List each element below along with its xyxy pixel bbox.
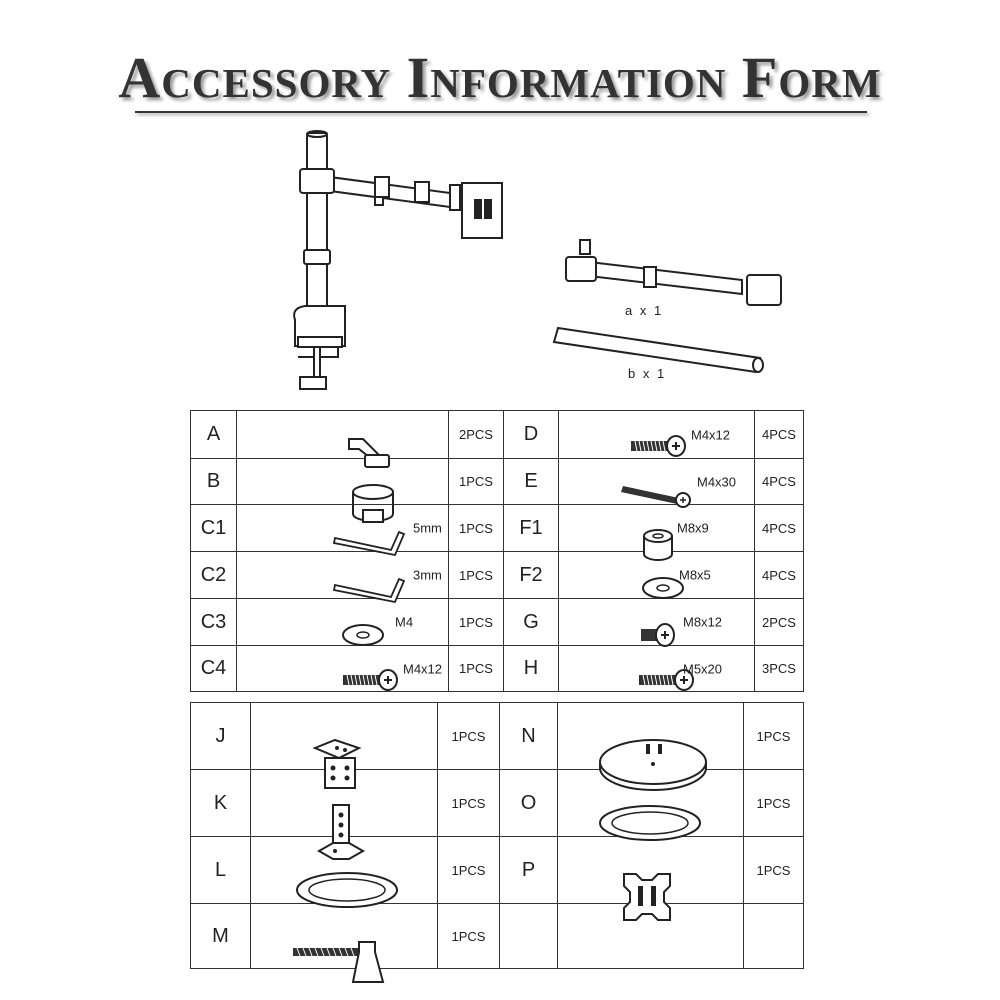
part-code: O (499, 769, 558, 837)
part-j-illustration-cell (250, 702, 438, 789)
part-quantity: 1PCS (448, 551, 504, 599)
part-quantity: 1PCS (743, 769, 804, 837)
part-code: C4 (190, 645, 237, 692)
page-title: Accessory Information Form (118, 45, 882, 110)
part-code (499, 903, 558, 969)
title-underline (135, 111, 867, 113)
part-quantity: 1PCS (743, 836, 804, 904)
part-quantity: 4PCS (754, 504, 804, 552)
part-quantity: 1PCS (448, 645, 504, 692)
part-size-label: M8x5 (679, 567, 711, 583)
part-quantity: 1PCS (437, 769, 500, 837)
part-l-illustration-cell (250, 836, 438, 908)
part-quantity: 2PCS (754, 598, 804, 646)
part-p-illustration-cell (557, 836, 744, 921)
part-quantity: 4PCS (754, 410, 804, 459)
part-d-illustration-cell: M4x12 (558, 410, 755, 459)
part-e-illustration-cell: M4x30 (558, 458, 755, 508)
part-size-label: 5mm (413, 520, 442, 536)
part-quantity: 1PCS (448, 504, 504, 552)
part-f2-illustration-cell: M8x5 (558, 551, 755, 599)
part-quantity: 1PCS (743, 702, 804, 770)
part-code: P (499, 836, 558, 904)
part-code: N (499, 702, 558, 770)
part-code: C2 (190, 551, 237, 599)
part-code: H (503, 645, 559, 692)
part-quantity: 1PCS (448, 598, 504, 646)
part-code: K (190, 769, 251, 837)
part-code: E (503, 458, 559, 505)
part-empty-illustration-cell (557, 903, 744, 969)
part-a-illustration-cell (236, 410, 449, 468)
part-quantity: 1PCS (437, 702, 500, 770)
monitor-arm-illustration (270, 125, 530, 405)
part-c3-illustration-cell: M4 (236, 598, 449, 646)
part-quantity: 2PCS (448, 410, 504, 459)
part-c1-illustration-cell: 5mm (236, 504, 449, 557)
table-row: M 1PCS (190, 903, 804, 983)
pole-part-b-illustration (550, 320, 780, 380)
part-c4-illustration-cell: M4x12 (236, 645, 449, 692)
part-quantity: 3PCS (754, 645, 804, 692)
part-k-illustration-cell (250, 769, 438, 860)
part-code: L (190, 836, 251, 904)
part-code: A (190, 410, 237, 459)
arm-part-a-illustration (552, 235, 792, 320)
part-code: B (190, 458, 237, 505)
part-size-label: 3mm (413, 567, 442, 583)
part-size-label: M8x12 (683, 614, 723, 630)
arm-extension-icon (565, 239, 782, 306)
part-size-label: M4x12 (403, 661, 443, 676)
part-code: D (503, 410, 559, 459)
monitor-arm-icon (293, 130, 503, 390)
part-code: J (190, 702, 251, 770)
caption-b: b x 1 (628, 366, 667, 381)
part-size-label: M4x30 (697, 474, 737, 489)
part-n-illustration-cell (557, 702, 744, 791)
part-quantity: 1PCS (437, 903, 500, 969)
part-quantity: 1PCS (437, 836, 500, 904)
part-c2-illustration-cell: 3mm (236, 551, 449, 604)
caption-a: a x 1 (625, 303, 664, 318)
part-quantity: 1PCS (448, 458, 504, 505)
part-b-illustration-cell (236, 458, 449, 523)
part-code: C3 (190, 598, 237, 646)
part-g-illustration-cell: M8x12 (558, 598, 755, 647)
part-o-illustration-cell (557, 769, 744, 841)
part-h-illustration-cell: M5x20 (558, 645, 755, 692)
pole-icon (552, 326, 764, 374)
part-size-label: M4 (395, 614, 414, 630)
part-quantity: 4PCS (754, 458, 804, 505)
part-quantity (743, 903, 804, 969)
part-size-label: M4x12 (691, 427, 731, 442)
part-code: F1 (503, 504, 559, 552)
part-size-label: M5x20 (683, 661, 723, 676)
part-size-label: M8x9 (677, 520, 709, 536)
part-m-illustration-cell (250, 903, 438, 983)
part-code: G (503, 598, 559, 646)
part-code: M (190, 903, 251, 969)
part-quantity: 4PCS (754, 551, 804, 599)
part-f1-illustration-cell: M8x9 (558, 504, 755, 561)
part-code: F2 (503, 551, 559, 599)
part-code: C1 (190, 504, 237, 552)
